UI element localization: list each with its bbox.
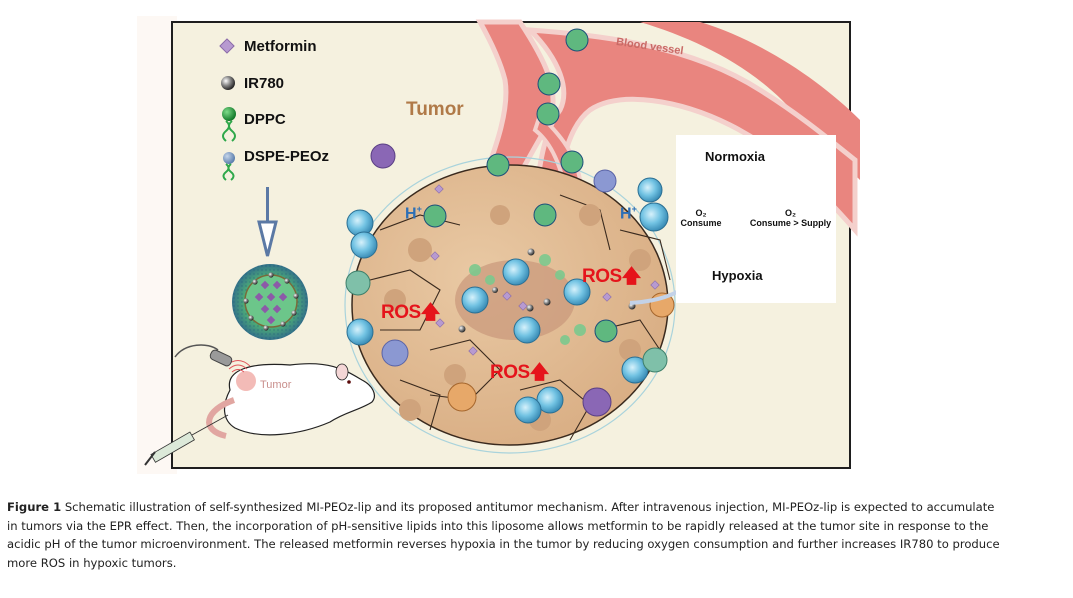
mouse-tumor-label: Tumor: [260, 379, 292, 391]
normoxia-label: Normoxia: [705, 149, 765, 164]
up-arrow-icon: 🡅: [420, 302, 441, 323]
o2-symbol: O₂: [695, 208, 707, 218]
consume-supply-text: Consume > Supply: [749, 218, 832, 228]
figure-outer-margin: [137, 16, 177, 474]
legend-label-ir780: IR780: [244, 75, 285, 92]
figure-illustration: [144, 19, 860, 466]
ros-label-right: ROS🡅: [582, 262, 641, 294]
legend-label-dspe-peoz: DSPE-PEOz: [244, 148, 330, 165]
tumor-label: Tumor: [406, 99, 464, 120]
ros-text: ROS: [381, 302, 421, 323]
proton-label-left: H+: [405, 204, 422, 223]
figure-caption: Figure 1 Schematic illustration of self-…: [7, 498, 1007, 572]
legend-label-dppc: DPPC: [244, 111, 286, 128]
consume-text: Consume: [680, 218, 722, 228]
legend-icons: [219, 38, 236, 181]
oxygen-panel: [676, 135, 836, 303]
proton-label-right: H+: [620, 204, 637, 223]
proton-symbol: H: [620, 205, 632, 223]
ros-label-bottom: ROS🡅: [490, 358, 549, 390]
caption-label: Figure 1: [7, 500, 62, 514]
syringe-icon: [144, 414, 229, 466]
proton-symbol: H: [405, 205, 417, 223]
immune-cells: [345, 143, 675, 424]
dspe-peoz-lipid-icon: [222, 152, 235, 181]
proton-charge: +: [631, 204, 637, 214]
ros-label-left: ROS🡅: [381, 298, 440, 330]
liposome-icon: [232, 264, 308, 340]
assembly-arrow-icon: [257, 187, 278, 257]
proton-charge: +: [416, 204, 422, 214]
tumor-mass: [344, 156, 676, 454]
caption-text: Schematic illustration of self-synthesiz…: [7, 500, 1000, 570]
dppc-lipid-icon: [222, 107, 236, 142]
legend-label-metformin: Metformin: [244, 38, 317, 55]
o2-symbol: O₂: [785, 208, 796, 218]
ros-text: ROS: [582, 266, 622, 287]
liposome-particles: [423, 28, 618, 343]
mouse-illustration: [144, 344, 375, 466]
ros-text: ROS: [490, 362, 530, 383]
o2-consume-right: O₂ Consume > Supply: [743, 208, 838, 228]
up-arrow-icon: 🡅: [529, 362, 550, 383]
tumor-drug-particles: [430, 184, 660, 356]
metformin-diamond-icon: [219, 38, 235, 54]
o2-consume-left: O₂ Consume: [676, 208, 726, 228]
ir780-sphere-icon: [221, 76, 235, 90]
hypoxia-label: Hypoxia: [712, 268, 763, 283]
up-arrow-icon: 🡅: [621, 266, 642, 287]
